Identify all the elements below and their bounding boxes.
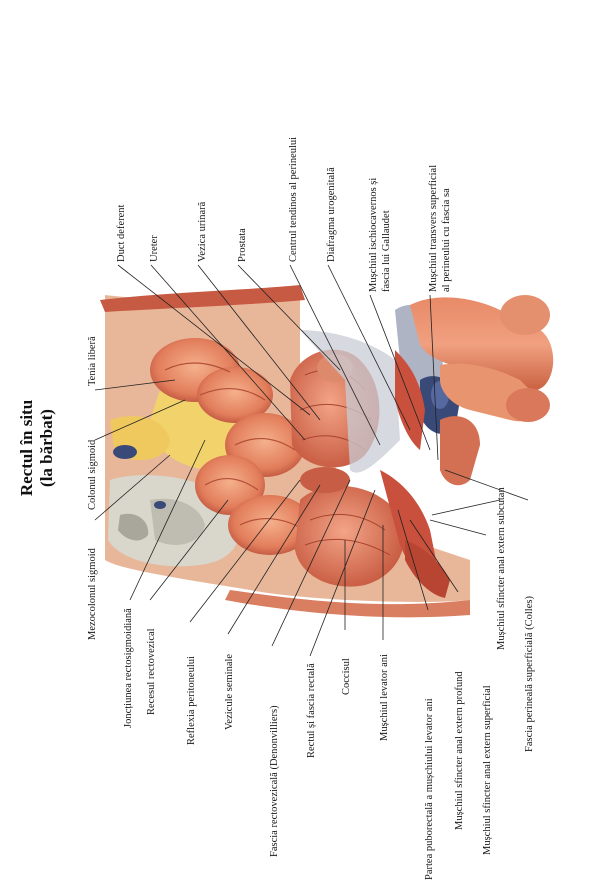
- perineal-skin: [225, 590, 470, 618]
- figure-title: Rectul în situ: [17, 400, 36, 496]
- anatomy-illustration: [100, 285, 554, 618]
- label-diafragma: Diafragma urogenitală: [326, 167, 337, 262]
- label-jonctiunea: Joncțiunea rectosigmoidiană: [123, 608, 134, 728]
- label-fascia-perineala: Fascia perineală superficială (Colles): [524, 596, 535, 752]
- label-vezica: Vezica urinară: [197, 201, 208, 262]
- labels-top: Duct deferent Ureter Vezica urinară Pros…: [116, 137, 452, 292]
- label-recesul: Recesul rectovezical: [146, 628, 157, 715]
- label-colonul-sigmoid: Colonul sigmoid: [87, 439, 98, 510]
- seminal-vesicle: [300, 467, 350, 493]
- label-transvers-2: al perineului cu fascia sa: [441, 188, 452, 292]
- label-reflexia: Reflexia peritoneului: [186, 656, 197, 745]
- label-tenia-libera: Tenia liberă: [87, 336, 98, 386]
- label-levator: Mușchiul levator ani: [379, 654, 390, 741]
- label-coccisul: Coccisul: [341, 658, 352, 695]
- scrotum: [440, 416, 480, 486]
- label-duct-deferent: Duct deferent: [116, 204, 127, 262]
- label-ischiocavernos-1: Mușchiul ischiocavernos și: [368, 178, 379, 292]
- label-fascia-rectovezicala: Fascia rectovezicală (Denonvilliers): [269, 705, 280, 857]
- leader-lines: [94, 264, 529, 657]
- label-sfincter-profund: Mușchiul sfincter anal extern profund: [454, 671, 465, 830]
- abdominal-wall: [100, 285, 305, 312]
- label-centrul-tendinos: Centrul tendinos al perineului: [288, 137, 299, 262]
- label-sfincter-superficial: Mușchiul sfincter anal extern superficia…: [482, 685, 493, 855]
- rectum: [295, 486, 404, 587]
- label-transvers-1: Mușchiul transvers superficial: [428, 165, 439, 292]
- labels-bottom: Tenia liberă Colonul sigmoid Mezocolonul…: [87, 336, 535, 880]
- label-prostata: Prostata: [237, 228, 248, 262]
- figure-subtitle: (la bărbat): [37, 409, 56, 487]
- label-mezocolonul-sigmoid: Mezocolonul sigmoid: [87, 547, 98, 640]
- label-ischiocavernos-2: fascia lui Gallaudet: [381, 210, 392, 292]
- label-ureter: Ureter: [149, 235, 160, 262]
- label-sfincter-subcutan: Mușchiul sfincter anal extern subcutan: [496, 487, 507, 650]
- label-vezicule: Vezicule seminale: [224, 654, 235, 730]
- sigmoid-colon: [150, 338, 312, 555]
- label-rectul-fascia: Rectul și fascia rectală: [306, 663, 317, 758]
- label-puborectala: Partea puborectală a mușchiului levator …: [424, 698, 435, 880]
